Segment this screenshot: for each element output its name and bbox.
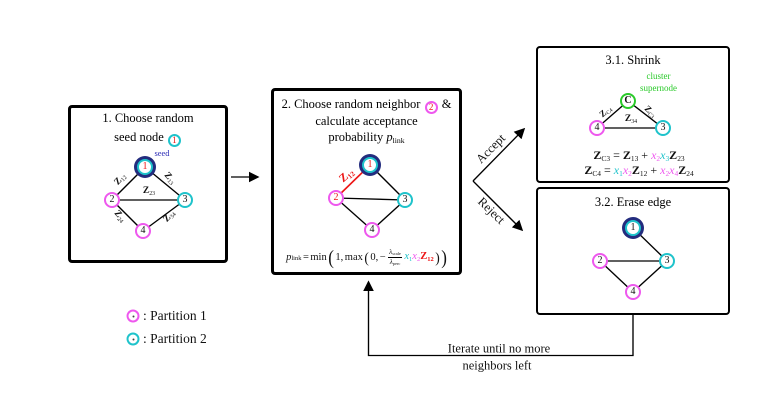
iterate-label-line2: neighbors left	[462, 358, 532, 373]
step2-title: 2. Choose random neighbor 2 & calculate …	[274, 97, 459, 145]
step1-node-2: 2	[104, 192, 120, 208]
step2-title-line2: calculate acceptance	[315, 114, 418, 128]
step31-title: 3.1. Shrink	[605, 53, 661, 67]
lambda-fraction: λscale λperc	[388, 248, 402, 267]
legend-partition2-swatch	[126, 332, 140, 346]
legend-partition2-label: : Partition 2	[143, 331, 207, 346]
legend-partition1-swatch	[126, 309, 140, 323]
step32-title: 3.2. Erase edge	[594, 195, 672, 209]
big-paren-open: (	[328, 246, 334, 269]
step2-node-2: 2	[328, 190, 344, 206]
step1-title: 1. Choose random seed node 1	[71, 109, 225, 147]
step32-node-1: 1	[625, 220, 641, 236]
step31-node-3: 3	[655, 120, 671, 136]
legend-partition1-label: : Partition 1	[143, 308, 207, 323]
accept-arrow	[472, 127, 526, 182]
seed-label: seed	[154, 148, 170, 158]
iterate-label-line1: Iterate until no more	[447, 341, 551, 356]
step32-node-4: 4	[625, 284, 641, 300]
step2-node-4: 4	[364, 222, 380, 238]
step1-title-line2: seed node 1	[71, 128, 225, 147]
step2-title-line1: 2. Choose random neighbor 2 &	[281, 97, 452, 114]
step2-box	[271, 88, 462, 275]
step31-box	[536, 46, 730, 183]
iterate-loop-arrow	[363, 280, 634, 357]
step1-box	[68, 105, 228, 263]
step2-node-1: 1	[362, 157, 378, 173]
supernode-c: C	[620, 93, 636, 109]
mid-paren-open: (	[364, 248, 369, 266]
equation-zc4: ZC4 = x1x2Z12 + x2x4Z24	[584, 162, 694, 178]
step1-node-3: 3	[177, 192, 193, 208]
reject-arrow	[472, 180, 524, 232]
big-paren-close: )	[441, 246, 447, 269]
equation-zc3: ZC3 = Z13 + x2x3Z23	[593, 148, 685, 164]
inline-neighbor-node-badge: 2	[424, 101, 438, 114]
step1-node-4: 4	[135, 223, 151, 239]
step1-node-1: 1	[137, 159, 153, 175]
step31-edge-label-z34: Z34	[624, 114, 638, 125]
step2-edge-2-3	[335, 197, 406, 201]
legend-dot-icon	[132, 338, 134, 340]
step1-title-line1: 1. Choose random	[102, 111, 194, 125]
step2-node-3: 3	[397, 192, 413, 208]
step31-node-4: 4	[589, 120, 605, 136]
legend-dot-icon	[132, 315, 134, 317]
step1-edge-label-z23: Z23	[142, 186, 156, 197]
step2-title-line3: probability plink	[328, 129, 405, 145]
step32-node-3: 3	[659, 253, 675, 269]
shrink-equations: ZC3 = Z13 + x2x3Z23 ZC4 = x1x2Z12 + x2x4…	[544, 148, 734, 177]
mid-paren-close: )	[435, 248, 440, 266]
cluster-supernode-label: cluster supernode	[640, 71, 677, 93]
inline-seed-node-badge: 1	[167, 134, 181, 147]
step32-box	[536, 187, 730, 315]
step32-node-2: 2	[592, 253, 608, 269]
